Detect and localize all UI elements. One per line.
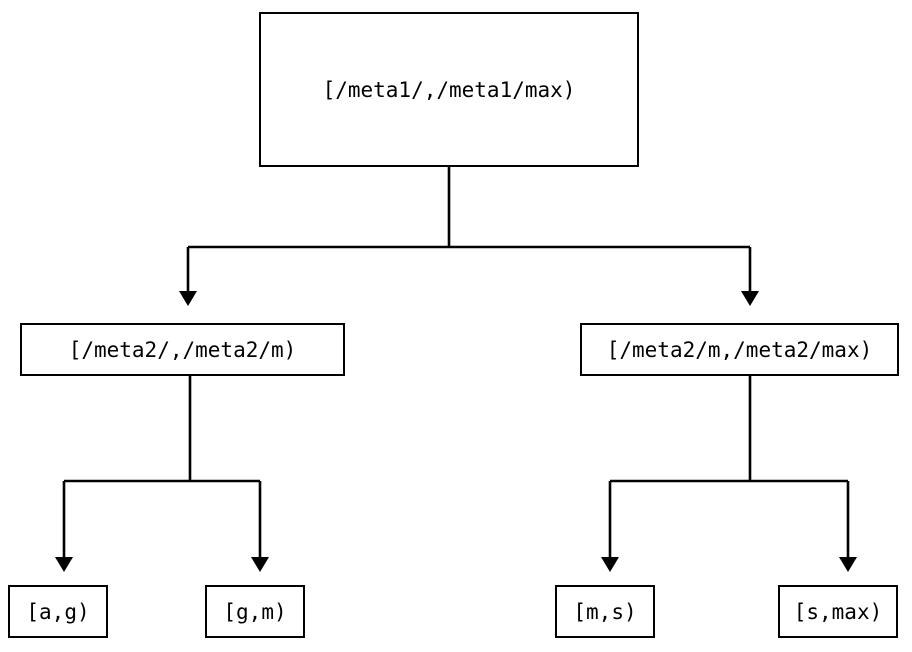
node-leaf-s-max-label: [s,max) bbox=[793, 599, 883, 624]
node-leaf-m-s[interactable]: [m,s) bbox=[555, 585, 655, 638]
node-leaf-m-s-label: [m,s) bbox=[573, 599, 637, 624]
node-root[interactable]: [/meta1/,/meta1/max) bbox=[259, 12, 639, 167]
arrowhead-mid-right-to-leaf4 bbox=[839, 557, 857, 572]
arrowhead-mid-right-to-leaf3 bbox=[601, 557, 619, 572]
node-leaf-g-m-label: [g,m) bbox=[223, 599, 287, 624]
node-leaf-g-m[interactable]: [g,m) bbox=[205, 585, 305, 638]
node-mid-right-label: [/meta2/m,/meta2/max) bbox=[606, 337, 873, 362]
node-root-label: [/meta1/,/meta1/max) bbox=[322, 77, 576, 102]
node-leaf-a-g[interactable]: [a,g) bbox=[8, 585, 108, 638]
arrowhead-mid-left-to-leaf1 bbox=[55, 557, 73, 572]
arrowhead-root-to-mid-left bbox=[179, 291, 197, 306]
edge-root-to-mid-group bbox=[179, 167, 759, 306]
node-leaf-a-g-label: [a,g) bbox=[26, 599, 90, 624]
arrowhead-mid-left-to-leaf2 bbox=[251, 557, 269, 572]
node-mid-left-label: [/meta2/,/meta2/m) bbox=[68, 337, 297, 362]
edge-mid-left-to-leaves-group bbox=[55, 376, 269, 572]
edge-mid-right-to-leaves-group bbox=[601, 376, 857, 572]
node-mid-left[interactable]: [/meta2/,/meta2/m) bbox=[20, 323, 345, 376]
node-leaf-s-max[interactable]: [s,max) bbox=[778, 585, 898, 638]
node-mid-right[interactable]: [/meta2/m,/meta2/max) bbox=[580, 323, 899, 376]
arrowhead-root-to-mid-right bbox=[741, 291, 759, 306]
